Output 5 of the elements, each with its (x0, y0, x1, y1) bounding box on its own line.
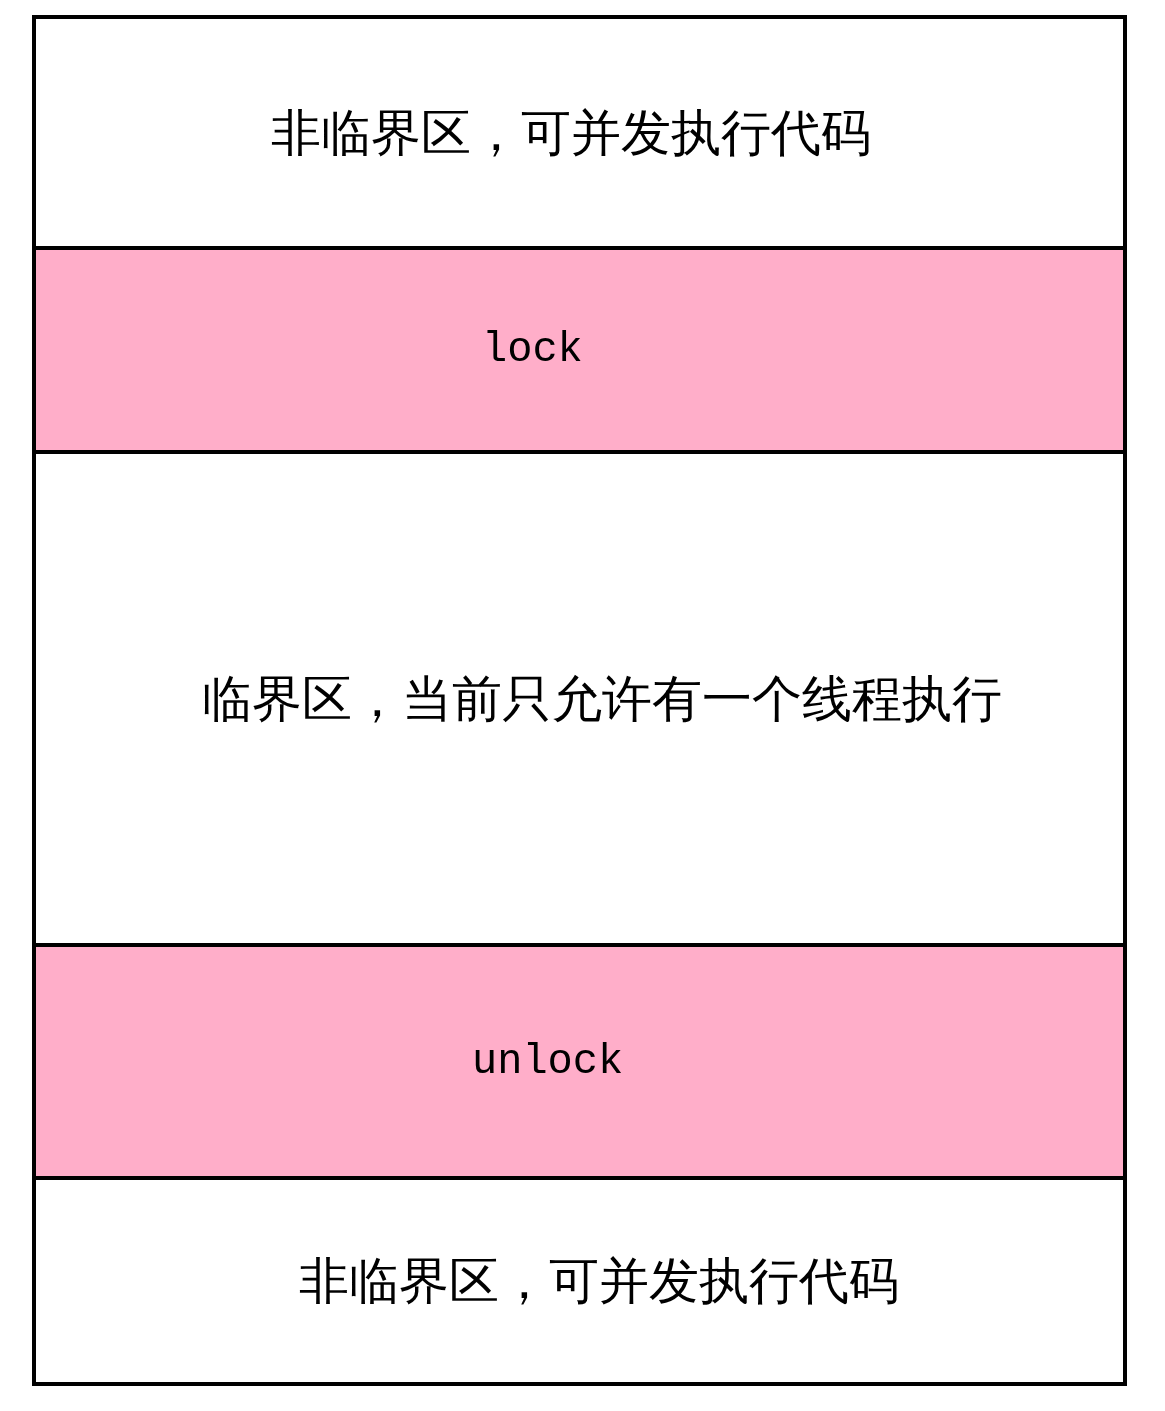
band-label: unlock (472, 1040, 624, 1083)
band-label: 临界区，当前只允许有一个线程执行 (202, 673, 1002, 724)
band-label: 非临界区，可并发执行代码 (299, 1256, 899, 1306)
band-label: 非临界区，可并发执行代码 (271, 107, 871, 158)
band-label: lock (482, 329, 583, 371)
